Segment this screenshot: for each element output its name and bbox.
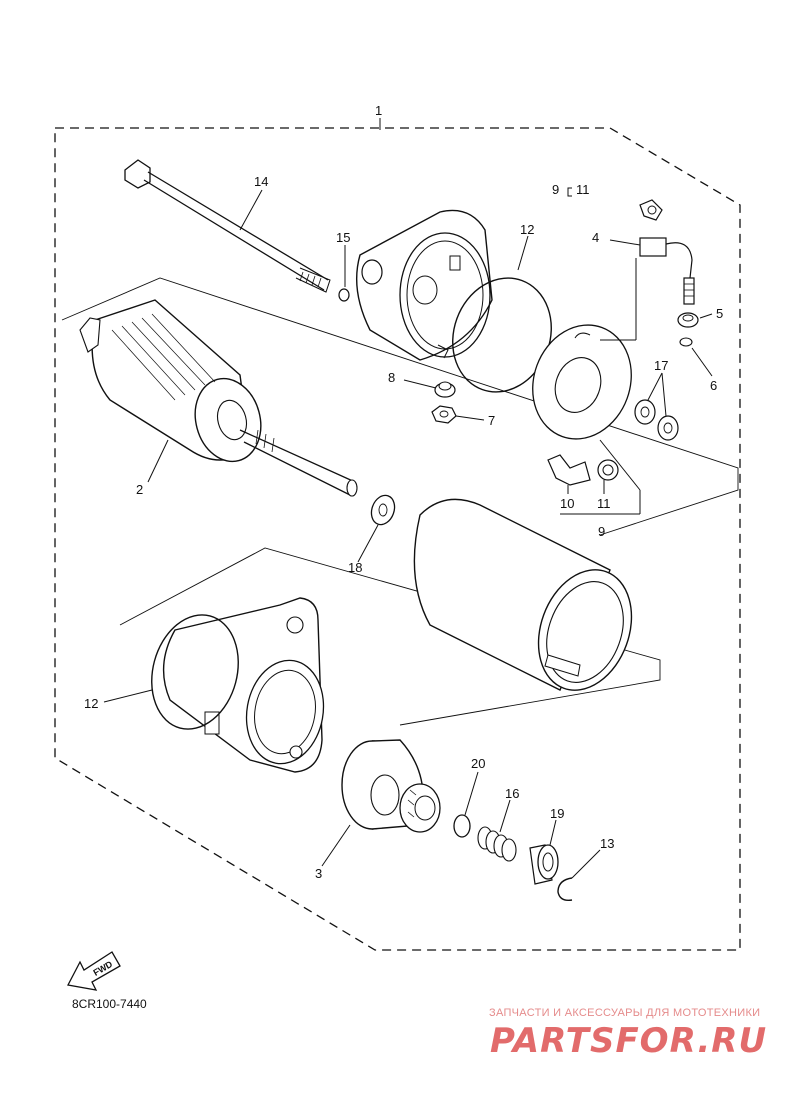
watermark-brand: PARTSFOR.RU [490, 1021, 767, 1061]
callout-20: 20 [471, 756, 485, 771]
leader-lines [103, 187, 713, 879]
washer-17b-hole [663, 422, 673, 434]
washer-5 [677, 312, 699, 328]
plane-outline-lower [119, 547, 661, 726]
o-ring-small [338, 288, 350, 302]
brush-spring-top [639, 199, 663, 221]
callout-11: 11 [597, 496, 611, 511]
circlip-13 [557, 877, 573, 902]
fwd-arrow-icon: FWD [67, 951, 121, 991]
callout-11-group: 11 [576, 182, 590, 197]
callout-15: 15 [336, 230, 350, 245]
yoke-housing [413, 498, 633, 691]
brush-lead [639, 237, 695, 305]
washer-17a [634, 399, 656, 425]
washer-18 [370, 494, 396, 526]
o-ring-6 [679, 337, 693, 347]
callout-19: 19 [550, 806, 564, 821]
washer-17b [657, 415, 679, 441]
callout-17: 17 [654, 358, 668, 373]
callout-2: 2 [136, 482, 143, 497]
washer-18-hole [378, 503, 388, 517]
callout-1: 1 [375, 103, 382, 118]
callout-18: 18 [348, 560, 362, 575]
callout-9: 9 [598, 524, 605, 539]
washer-17a-hole [640, 406, 650, 418]
nut-7 [431, 405, 457, 424]
spring-11 [597, 459, 619, 481]
callout-9-group: 9 [552, 182, 559, 197]
callout-5: 5 [716, 306, 723, 321]
diagram-part-number: 8CR100-7440 [72, 997, 147, 1011]
through-bolt [124, 159, 331, 293]
callout-7: 7 [488, 413, 495, 428]
starter-clutch [341, 739, 441, 833]
rear-cover [355, 209, 493, 361]
armature [79, 299, 358, 497]
collar-19 [529, 844, 559, 885]
spring-16 [477, 826, 517, 862]
callout-8: 8 [388, 370, 395, 385]
plane-outline-upper [61, 277, 739, 536]
callout-12-upper: 12 [520, 222, 534, 237]
callout-13: 13 [600, 836, 614, 851]
circlip-20 [453, 814, 471, 838]
callout-12-lower: 12 [84, 696, 98, 711]
callout-10: 10 [560, 496, 574, 511]
brush-plate [532, 324, 632, 440]
front-cover [162, 597, 325, 773]
callout-4: 4 [592, 230, 599, 245]
watermark-tagline: ЗАПЧАСТИ И АКСЕССУАРЫ ДЛЯ МОТОТЕХНИКИ [489, 1007, 760, 1019]
nut-8 [434, 381, 456, 398]
o-ring-large-lower [151, 614, 239, 730]
callout-3: 3 [315, 866, 322, 881]
brush-10 [547, 454, 591, 486]
callout-6: 6 [710, 378, 717, 393]
callout-14: 14 [254, 174, 268, 189]
callout-16: 16 [505, 786, 519, 801]
